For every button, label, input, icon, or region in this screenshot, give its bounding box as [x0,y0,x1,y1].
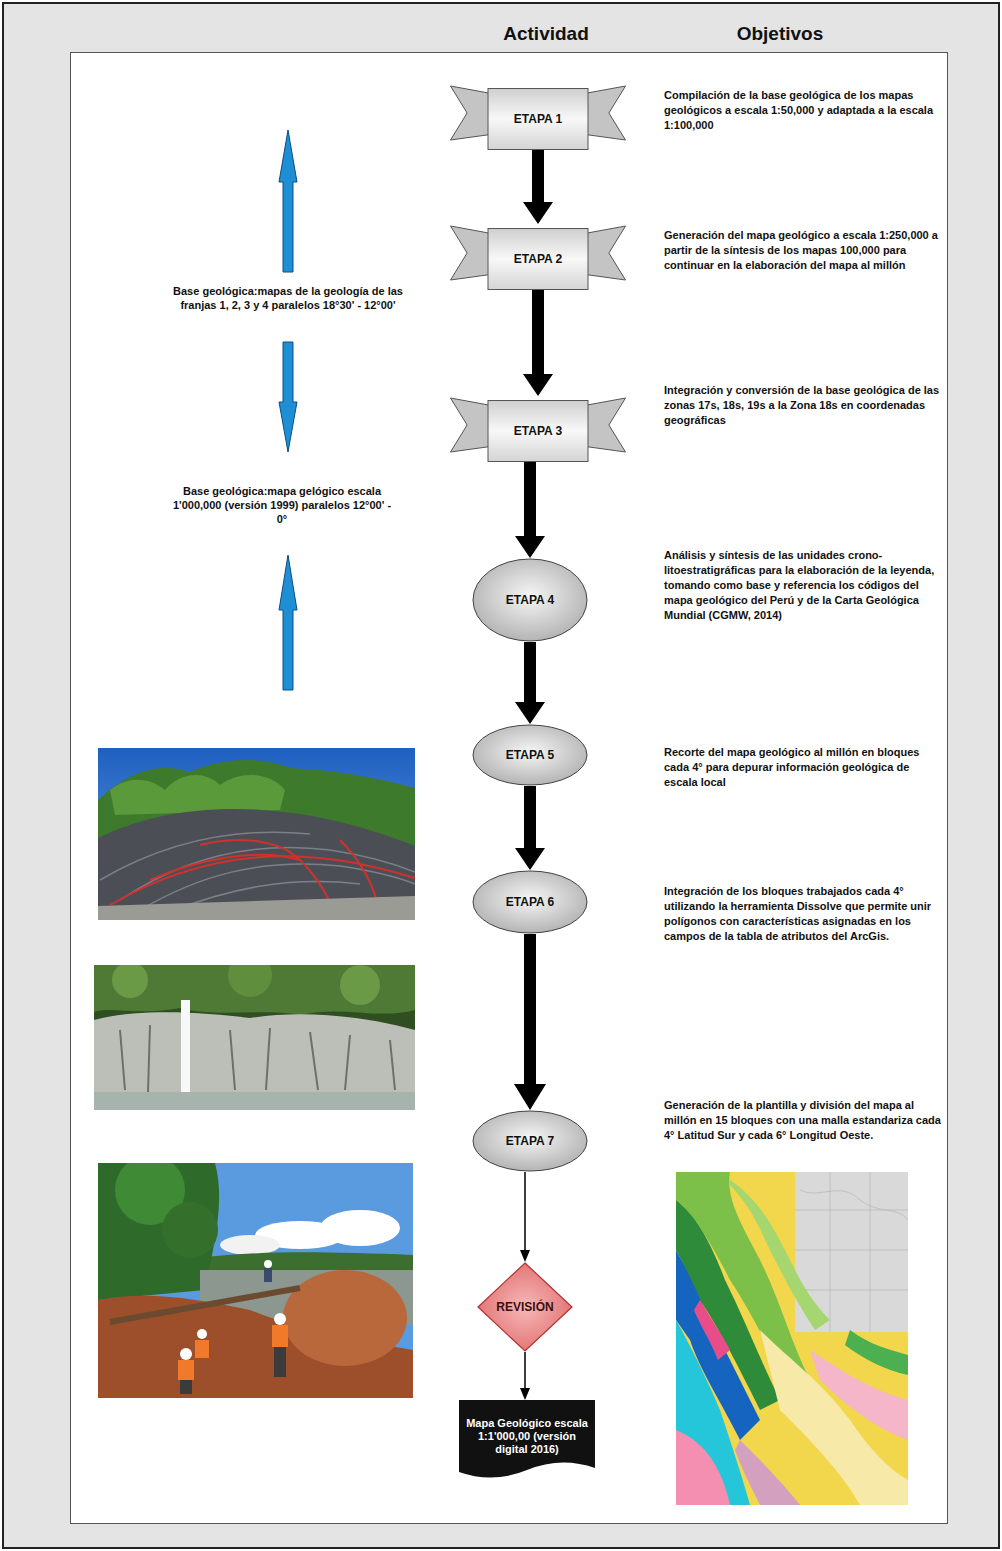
stage-ellipse: ETAPA 6 [472,870,588,934]
people [178,1260,288,1394]
stage-banner: ETAPA 1 [450,84,626,150]
stage-ellipse: ETAPA 5 [472,724,588,786]
node-label: ETAPA 3 [514,424,562,438]
objective-text: Generación de la plantilla y división de… [664,1098,944,1143]
waterfall-photo [94,965,415,1110]
column-header: Objetivos [720,22,840,46]
node-label: ETAPA 5 [506,748,554,762]
node-label: REVISIÓN [496,1300,553,1314]
outer-frame [3,3,999,1548]
flow-arrow [515,462,545,558]
objective-text: Compilación de la base geológica de los … [664,88,944,133]
blue-arrows [279,130,297,690]
stage-ellipse: ETAPA 7 [472,1110,588,1172]
flow-arrow [515,642,545,724]
column-header: Actividad [486,22,606,46]
node-label: ETAPA 7 [506,1134,554,1148]
objective-text: Integración y conversión de la base geol… [664,383,944,428]
source-note: Base geológica:mapas de la geología de l… [168,284,408,312]
stage-banner: ETAPA 3 [450,396,626,462]
geologic-map-thumbnail [676,1172,908,1505]
node-label: ETAPA 1 [514,112,562,126]
node-label: Mapa Geológico escala 1:1'000,00 (versió… [465,1417,589,1464]
flow-arrow [515,786,545,870]
decision-diamond: REVISIÓN [477,1262,573,1352]
field-photo [98,1163,413,1398]
node-label: ETAPA 6 [506,895,554,909]
objective-text: Análisis y síntesis de las unidades cron… [664,548,944,623]
outcrop-photo [98,748,415,920]
node-label: ETAPA 2 [514,252,562,266]
objective-text: Recorte del mapa geológico al millón en … [664,745,944,790]
flow-arrow [520,1172,530,1262]
flow-arrow [514,934,546,1110]
objective-text: Generación del mapa geológico a escala 1… [664,228,944,273]
source-note: Base geológica:mapa gelógico escala 1'00… [172,484,392,526]
inner-panel [71,53,948,1524]
output-document: Mapa Geológico escala 1:1'000,00 (versió… [459,1400,595,1480]
flow-arrow [523,290,553,396]
flow-arrow [523,150,553,224]
flow-arrow [520,1352,530,1400]
stage-banner: ETAPA 2 [450,224,626,290]
stage-ellipse: ETAPA 4 [472,558,588,642]
objective-text: Integración de los bloques trabajados ca… [664,884,944,944]
node-label: ETAPA 4 [506,593,554,607]
